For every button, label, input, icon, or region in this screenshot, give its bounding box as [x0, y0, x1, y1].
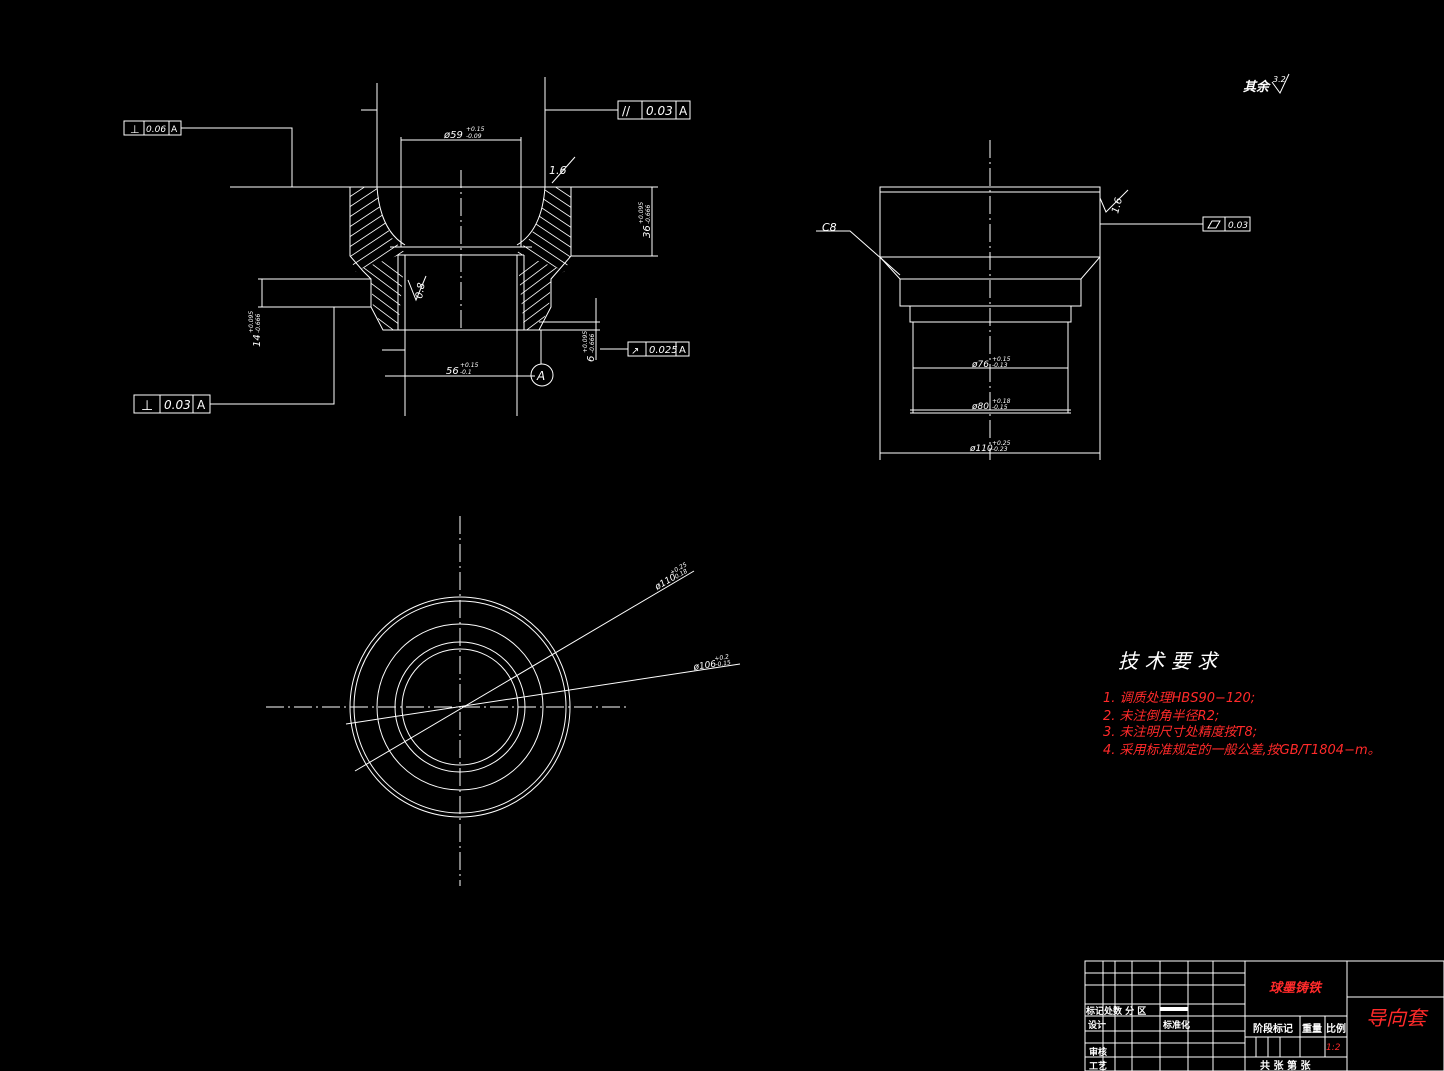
- hatch-left-lower: [355, 253, 405, 330]
- tol-upper: +0.15: [992, 356, 1011, 363]
- dim-d80: ø80: [971, 402, 989, 412]
- standardize-label: 标准化: [1162, 1019, 1190, 1031]
- tolerance-value: 0.06: [146, 125, 166, 135]
- tol-upper: +0.18: [992, 398, 1011, 405]
- roughness-symbol: [407, 275, 427, 302]
- fcf-flatness: 0.03: [1202, 216, 1251, 232]
- front-section-view: ⊥ 0.06 A // 0.03 A ⊥ 0.03 A ↗ 0.025 A: [123, 77, 691, 416]
- flatness-icon: [1207, 220, 1221, 229]
- tolerance-value: 0.03: [164, 398, 191, 412]
- tol-lower: -0.23: [992, 446, 1008, 453]
- roughness-symbol: [1099, 189, 1129, 213]
- dim-dia56: 56: [446, 366, 459, 377]
- tol-upper: +0.095: [248, 311, 255, 333]
- dim-d110: ø110: [969, 444, 993, 454]
- tol-lower: -0.13: [992, 362, 1008, 369]
- design-label: 设计: [1088, 1019, 1106, 1031]
- process-label: 工艺: [1089, 1060, 1107, 1071]
- parallel-symbol: //: [622, 104, 631, 118]
- chamfer-label: C8: [822, 221, 837, 234]
- roughness-value: 3.2: [1273, 75, 1286, 84]
- fcf-perp-top: ⊥ 0.06 A: [123, 120, 182, 136]
- tech-req-title: 技 术 要 求: [1118, 649, 1220, 673]
- title-block: 标记处数 分 区 设计 标准化 审核 工艺 球墨铸铁 导向套 阶段标记 重量 比…: [1084, 960, 1444, 1071]
- tolerance-value: 0.025: [649, 345, 678, 356]
- tech-req-item: 1. 调质处理HBS90−120;: [1103, 691, 1255, 706]
- tol-upper: +0.2: [714, 653, 730, 662]
- top-band: [879, 186, 1101, 193]
- technical-requirements: 技 术 要 求 1. 调质处理HBS90−120; 2. 未注倒角半径R2; 3…: [1103, 649, 1381, 758]
- right-outer-profile: [524, 187, 572, 331]
- roughness-symbol: [1271, 73, 1290, 94]
- tolerance-value: 0.03: [646, 104, 673, 118]
- roughness-1-6: 1.6: [549, 164, 567, 177]
- weight-label: 重量: [1302, 1022, 1322, 1035]
- tol-lower: -0.15: [992, 404, 1008, 411]
- datum-ref: A: [197, 398, 206, 412]
- spigot-top: [909, 306, 1072, 323]
- dim-h14: 14: [252, 334, 263, 347]
- tol-lower: -0.15: [715, 659, 732, 668]
- side-view: 0.03 C8 1.6 ø76 +0.15 -0.13 ø80 +0.18 -0…: [816, 140, 1251, 460]
- tol-lower: -0.666: [645, 204, 652, 224]
- tech-req-item: 2. 未注倒角半径R2;: [1103, 709, 1219, 724]
- tol-upper: +0.095: [582, 331, 589, 353]
- material-text: 球墨铸铁: [1269, 980, 1323, 996]
- leader-perp-top: [181, 127, 293, 187]
- dim-d106: ø106: [692, 659, 717, 673]
- leader-chamfer: [816, 230, 901, 276]
- tol-upper: +0.095: [638, 202, 645, 224]
- tolerance-value: 0.03: [1228, 221, 1248, 231]
- step: [899, 278, 1082, 307]
- tech-req-item: 3. 未注明尺寸处精度按T8;: [1103, 725, 1257, 740]
- circle-inner-2: [401, 648, 519, 766]
- tol-upper: +0.15: [466, 126, 485, 133]
- circle-mid: [376, 623, 544, 791]
- circle-outer: [349, 596, 571, 818]
- stage-mark-label: 阶段标记: [1253, 1022, 1293, 1035]
- roughness-note-text: 其余: [1243, 79, 1271, 95]
- dim-h36: 36: [642, 225, 653, 238]
- review-label: 审核: [1089, 1046, 1107, 1058]
- tol-lower: -0.1: [460, 369, 472, 376]
- tol-lower: -0.666: [589, 333, 596, 353]
- perp-symbol: ⊥: [130, 123, 140, 136]
- part-name: 导向套: [1366, 1006, 1429, 1030]
- top-view: ø110 +0.25 -0.18 ø106 +0.2 -0.15: [266, 516, 741, 886]
- marks-row: 标记处数 分 区: [1085, 1005, 1146, 1017]
- fcf-runout: ↗ 0.025 A: [627, 341, 690, 357]
- hatch-right-lower: [517, 253, 565, 330]
- circle-106: [353, 600, 567, 814]
- roughness-0-8: 0.8: [414, 282, 428, 300]
- dim-h6: 6: [586, 356, 597, 362]
- datum-ref: A: [679, 345, 686, 356]
- datum-ref: A: [171, 125, 178, 135]
- fcf-parallel: // 0.03 A: [617, 100, 691, 120]
- circle-inner-1: [394, 641, 526, 773]
- dim-dia59: ø59: [443, 130, 463, 141]
- datum-a-symbol: A: [530, 363, 554, 387]
- sheet-count: 共 张 第 张: [1260, 1059, 1311, 1071]
- scale-value: 1:2: [1326, 1043, 1341, 1053]
- dim-d76: ø76: [971, 360, 989, 370]
- leader-d106: [345, 663, 741, 725]
- general-roughness-note: 其余 3.2: [1243, 73, 1290, 95]
- title-block-fill: [1160, 1007, 1188, 1011]
- tol-lower: -0.09: [466, 133, 482, 140]
- runout-symbol: ↗: [631, 346, 639, 357]
- fcf-perp-bottom: ⊥ 0.03 A: [133, 394, 211, 414]
- datum-letter: A: [536, 369, 545, 383]
- datum-ref: A: [679, 104, 688, 118]
- tech-req-item: 4. 采用标准规定的一般公差,按GB/T1804−m。: [1103, 742, 1381, 758]
- leader-rough-16: [551, 156, 576, 184]
- leader-d110: [354, 570, 695, 772]
- roughness-1-6: 1.6: [1110, 197, 1125, 215]
- perp-symbol: ⊥: [141, 398, 153, 414]
- tol-upper: +0.25: [992, 440, 1011, 447]
- leader-perp-bottom: [210, 307, 335, 405]
- tol-upper: +0.15: [460, 362, 479, 369]
- scale-label: 比例: [1326, 1022, 1346, 1035]
- tol-lower: -0.666: [255, 313, 262, 333]
